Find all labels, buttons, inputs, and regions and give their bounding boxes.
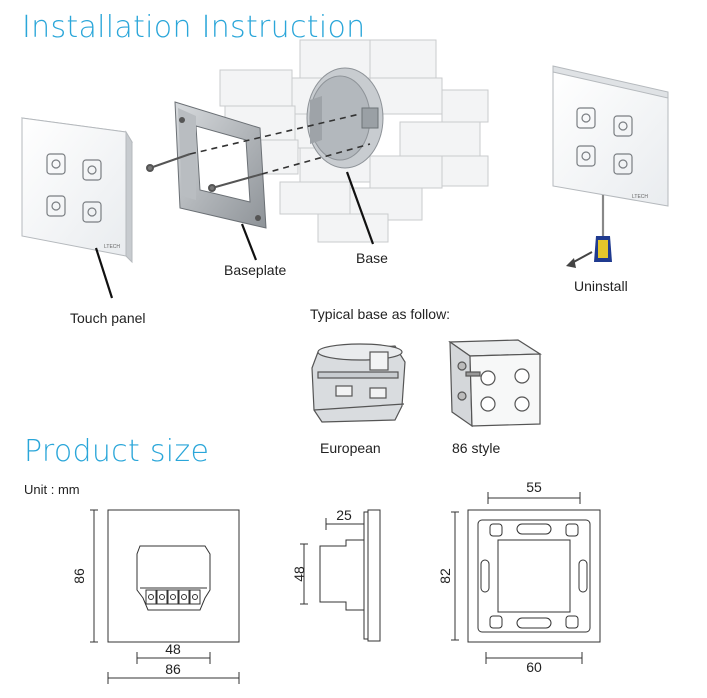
dim-side-height: 48 <box>291 566 307 582</box>
guide-lines <box>189 113 371 175</box>
style86-label: 86 style <box>452 440 501 456</box>
dim-front-height: 86 <box>71 568 87 584</box>
front-view-drawing <box>90 509 240 684</box>
touch-panel: LTECH <box>21 117 133 264</box>
dim-back-height: 82 <box>437 568 453 584</box>
unit-label: Unit : mm <box>24 482 80 497</box>
installation-title: Installation Instruction <box>22 10 366 45</box>
european-label: European <box>320 440 381 456</box>
dim-back-top: 55 <box>526 479 542 495</box>
dim-side-depth: 25 <box>336 507 352 523</box>
dim-front-width: 86 <box>165 661 181 677</box>
dim-back-bottom: 60 <box>526 659 542 675</box>
uninstall-panel: LTECH <box>552 65 669 207</box>
leader-lines <box>94 171 375 299</box>
baseplate-label: Baseplate <box>224 262 287 278</box>
touch-panel-label: Touch panel <box>70 310 146 326</box>
uninstall-label: Uninstall <box>574 278 628 294</box>
baseplate <box>174 101 267 229</box>
european-base-image <box>311 343 406 423</box>
back-view-drawing <box>451 492 601 664</box>
base-label: Base <box>356 250 388 266</box>
brand-mark: LTECH <box>104 244 120 250</box>
screwdriver-icon <box>566 195 612 268</box>
brand-mark-2: LTECH <box>632 194 648 200</box>
screws <box>146 153 263 192</box>
style86-base-image <box>448 339 542 428</box>
dim-front-inner-width: 48 <box>165 641 181 657</box>
typical-base-label: Typical base as follow: <box>310 306 451 322</box>
side-view-drawing <box>300 509 381 642</box>
product-size-title: Product size <box>24 434 210 469</box>
